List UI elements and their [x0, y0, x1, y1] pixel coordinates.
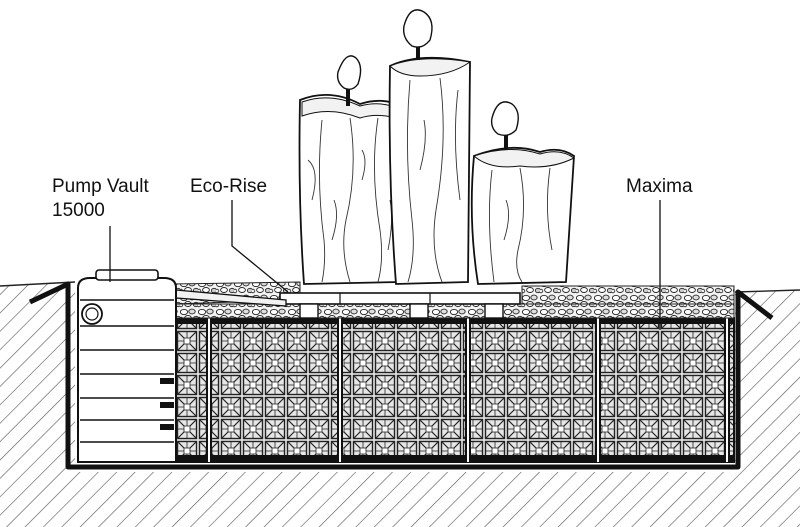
pump-vault-label-line2: 15000: [52, 200, 105, 221]
maxima-basin-modules: [171, 317, 735, 463]
basalt-column-left: [298, 55, 405, 285]
pond-liner: [28, 281, 774, 470]
pump-vault-label: Pump Vault 15000: [52, 175, 149, 223]
pump-vault: [77, 269, 177, 463]
leader-lines: [109, 200, 661, 330]
pump-vault-label-line1: Pump Vault: [52, 176, 149, 197]
basalt-column-right: [470, 101, 575, 285]
basalt-column-center: [388, 9, 472, 285]
eco-rise-label: Eco-Rise: [190, 176, 268, 197]
eco-rise-leader: [231, 200, 289, 293]
soil-ground: [0, 281, 800, 527]
maxima-label: Maxima: [626, 176, 693, 197]
